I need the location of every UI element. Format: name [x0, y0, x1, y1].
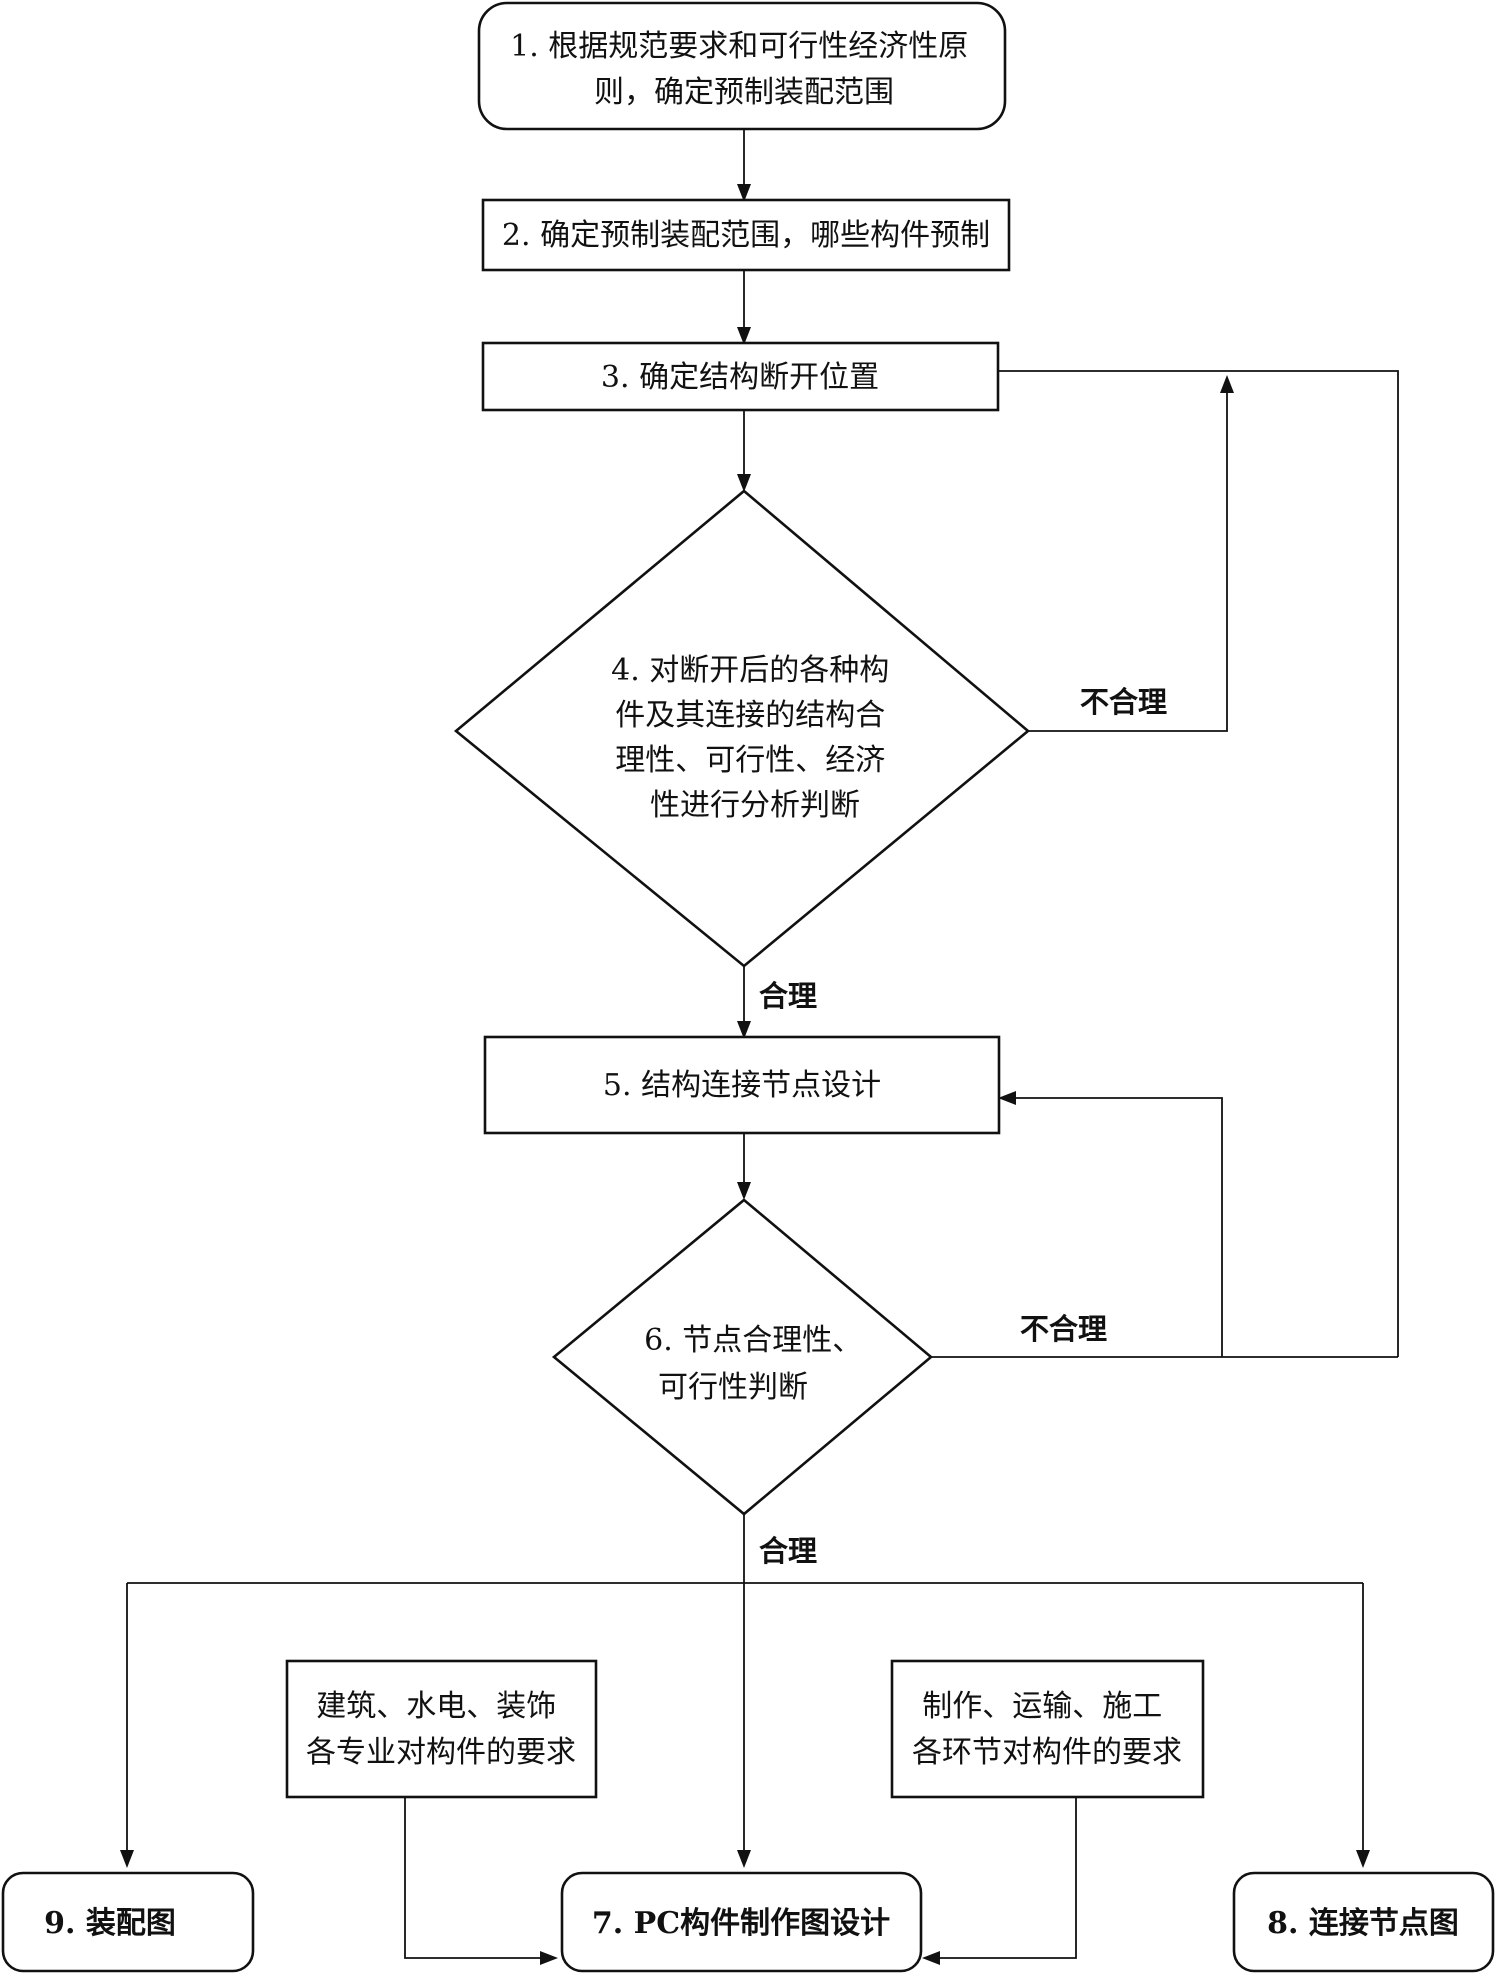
- node-6-decision: 6. 节点合理性、 可行性判断: [551, 1198, 934, 1516]
- svg-text:3. 确定结构断开位置: 3. 确定结构断开位置: [601, 360, 879, 395]
- svg-text:2. 确定预制装配范围，哪些构件预制: 2. 确定预制装配范围，哪些构件预制: [502, 218, 990, 253]
- node-1-shape: [477, 1, 1007, 131]
- requirements-left-shape: [285, 1659, 598, 1799]
- arrowhead-1-to-2: [737, 184, 751, 202]
- requirements-right: 制作、运输、施工 各环节对构件的要求: [890, 1659, 1205, 1799]
- arrowhead-5-to-6: [737, 1182, 751, 1200]
- label-reasonable-6: 合理: [759, 1534, 817, 1568]
- arrowhead-3-to-4: [737, 474, 751, 492]
- node-9-shape: [1, 1871, 255, 1973]
- node-9-line-1: 9. 装配图: [44, 1906, 176, 1941]
- node-5-line-1: 5. 结构连接节点设计: [603, 1068, 881, 1103]
- svg-text:6. 节点合理性、 可行性判断: 6. 节点合理性、 可行性判断: [644, 1323, 872, 1405]
- node-1-line-2: 则，确定预制装配范围: [594, 75, 894, 110]
- node-6-line-1: 6. 节点合理性、: [644, 1323, 862, 1358]
- node-6-line-2: 可行性判断: [658, 1370, 808, 1405]
- arrowhead-req-left-to-7: [540, 1951, 558, 1965]
- requirements-left-line-2: 各专业对构件的要求: [306, 1735, 576, 1770]
- node-7-shape: [560, 1871, 923, 1973]
- node-9: 9. 装配图: [1, 1871, 255, 1973]
- connectors: [120, 130, 1399, 1965]
- label-unreasonable-4: 不合理: [1080, 685, 1167, 719]
- svg-text:建筑、水电、装饰 各专业对构件的要求: 建筑、水电、装饰 各专业对构件的要求: [306, 1689, 576, 1770]
- requirements-left-line-1: 建筑、水电、装饰: [316, 1689, 556, 1724]
- label-reasonable-4: 合理: [759, 979, 817, 1013]
- arrowhead-bus-to-9: [120, 1850, 134, 1868]
- node-7-line-1: 7. PC构件制作图设计: [592, 1906, 890, 1941]
- node-1-line-1: 1. 根据规范要求和可行性经济性原: [510, 29, 968, 64]
- node-6-shape: [551, 1198, 934, 1516]
- node-2-line-1: 2. 确定预制装配范围，哪些构件预制: [502, 218, 990, 253]
- node-4-line-1: 4. 对断开后的各种构: [611, 653, 889, 688]
- arrowhead-2-to-3: [737, 327, 751, 345]
- node-8-line-1: 8. 连接节点图: [1267, 1906, 1459, 1941]
- label-unreasonable-6: 不合理: [1020, 1312, 1107, 1346]
- node-2-shape: [481, 198, 1011, 272]
- node-4-decision: 4. 对断开后的各种构 件及其连接的结构合 理性、可行性、经济 性进行分析判断: [453, 489, 1031, 968]
- node-3-shape: [481, 341, 1000, 412]
- node-2: 2. 确定预制装配范围，哪些构件预制: [481, 198, 1011, 272]
- arrowhead-loop-6-to-5: [998, 1091, 1016, 1105]
- loop-4-to-3: [1028, 383, 1228, 732]
- svg-text:4. 对断开后的各种构 件及其连接的结构合: 4. 对断开后的各种构 件及其连接的结构合 理性、可行性、经济 性进行分析判断: [611, 653, 899, 823]
- node-7: 7. PC构件制作图设计: [560, 1871, 923, 1973]
- svg-text:1. 根据规范要求和可行性经济性原 则，确定预制: 1. 根据规范要求和可行性经济性原 则，确定预制装配范围: [510, 29, 978, 110]
- requirements-left: 建筑、水电、装饰 各专业对构件的要求: [285, 1659, 598, 1799]
- node-5: 5. 结构连接节点设计: [483, 1035, 1001, 1135]
- arrowhead-4-to-5: [737, 1021, 751, 1039]
- requirements-right-line-1: 制作、运输、施工: [922, 1689, 1162, 1724]
- arrowhead-req-right-to-7: [922, 1951, 940, 1965]
- arrow-req-right-to-7: [930, 1797, 1077, 1959]
- node-5-shape: [483, 1035, 1001, 1135]
- node-4-line-4: 性进行分析判断: [650, 788, 860, 823]
- requirements-right-line-2: 各环节对构件的要求: [912, 1735, 1182, 1770]
- svg-text:8. 连接节点图: 8. 连接节点图: [1267, 1906, 1459, 1941]
- node-8: 8. 连接节点图: [1232, 1871, 1495, 1973]
- svg-text:5. 结构连接节点设计: 5. 结构连接节点设计: [603, 1068, 881, 1103]
- svg-text:9. 装配图: 9. 装配图: [44, 1906, 176, 1941]
- loop-6-to-3: [999, 370, 1399, 1357]
- arrowhead-bus-to-8: [1356, 1850, 1370, 1868]
- svg-text:制作、运输、施工 各环节对构件的要求: 制作、运输、施工 各环节对构件的要求: [912, 1689, 1182, 1770]
- requirements-right-shape: [890, 1659, 1205, 1799]
- node-4-line-2: 件及其连接的结构合: [615, 698, 885, 733]
- arrowhead-6-to-7: [737, 1850, 751, 1868]
- arrow-req-left-to-7: [404, 1797, 550, 1959]
- svg-text:7. PC构件制作图设计: 7. PC构件制作图设计: [592, 1906, 890, 1941]
- edge-labels: 不合理 合理 不合理 合理: [759, 685, 1167, 1568]
- node-4-shape: [453, 489, 1031, 968]
- node-3-line-1: 3. 确定结构断开位置: [601, 360, 879, 395]
- node-4-line-3: 理性、可行性、经济: [615, 743, 885, 778]
- loop-6-to-5: [1006, 1097, 1223, 1357]
- node-8-shape: [1232, 1871, 1495, 1973]
- node-3: 3. 确定结构断开位置: [481, 341, 1000, 412]
- node-1: 1. 根据规范要求和可行性经济性原 则，确定预制装配范围: [477, 1, 1007, 131]
- arrowhead-loop-4-to-3: [1220, 375, 1234, 393]
